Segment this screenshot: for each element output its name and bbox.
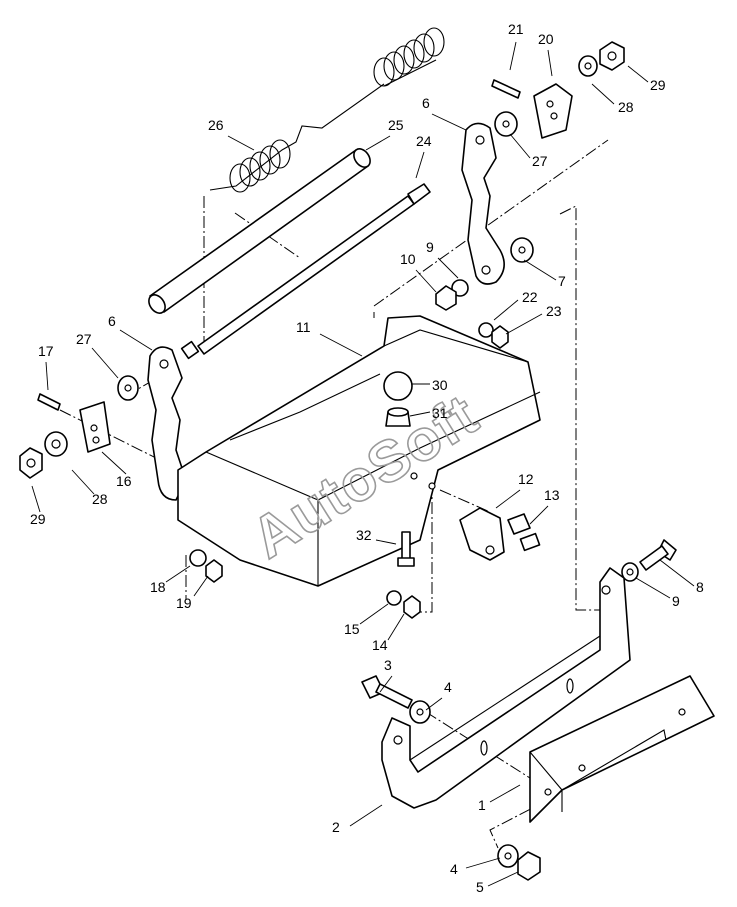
misc-fasteners [189, 322, 509, 619]
callout-leader [415, 151, 425, 179]
callout-number: 26 [208, 117, 224, 133]
callout-number: 29 [30, 511, 46, 527]
callout-number: 14 [372, 637, 388, 653]
bolt-32 [397, 531, 415, 567]
callout-leader [375, 539, 397, 545]
callout-leader [465, 857, 501, 869]
callout-leader [523, 259, 557, 281]
callout-leader [101, 451, 127, 475]
callout-number: 4 [444, 679, 452, 695]
callout-number: 30 [432, 377, 448, 393]
callout-leader [349, 804, 383, 827]
callout-number: 9 [426, 239, 434, 255]
callout-number: 28 [618, 99, 634, 115]
callout-leader [193, 575, 209, 597]
callout-number: 27 [532, 153, 548, 169]
left-fasteners [19, 375, 139, 479]
callout-leader [489, 784, 521, 803]
callout-number: 20 [538, 31, 554, 47]
callout-number: 18 [150, 579, 166, 595]
callout-number: 7 [558, 273, 566, 289]
callout-number: 15 [344, 621, 360, 637]
callout-leader [437, 257, 459, 279]
callout-leader [379, 675, 393, 693]
counterweight [177, 315, 541, 587]
callout-leader [359, 603, 389, 625]
right-side-plate [461, 122, 505, 285]
callout-labels: 1234456678991011121314151617181920212223… [30, 21, 704, 895]
callout-number: 12 [518, 471, 534, 487]
callout-number: 25 [388, 117, 404, 133]
callout-leader [365, 135, 391, 151]
callout-leader [91, 347, 119, 379]
callout-leader [319, 333, 363, 357]
callout-number: 21 [508, 21, 524, 37]
angle-bracket [529, 675, 715, 823]
bolts-and-washers [361, 539, 677, 881]
lower-mounting-bracket [381, 567, 631, 809]
callout-number: 27 [76, 331, 92, 347]
callout-leader [431, 113, 467, 131]
callout-number: 16 [116, 473, 132, 489]
callout-leader [487, 871, 519, 887]
callout-number: 5 [476, 879, 484, 895]
callout-leader [165, 565, 191, 583]
callout-leader [119, 329, 153, 351]
callout-leader [509, 41, 517, 71]
torsion-spring [209, 27, 445, 193]
shaft [180, 183, 431, 360]
callout-leader [495, 489, 521, 509]
callout-number: 2 [332, 819, 340, 835]
callout-leader [635, 577, 671, 599]
callout-number: 6 [108, 313, 116, 329]
callout-leader [547, 49, 553, 77]
callout-leader [627, 65, 649, 83]
callout-leader [387, 613, 405, 641]
callout-number: 3 [384, 657, 392, 673]
callout-number: 8 [696, 579, 704, 595]
callout-number: 32 [356, 527, 372, 543]
callout-leader [509, 133, 531, 159]
callout-number: 11 [296, 319, 311, 335]
callout-number: 10 [400, 251, 416, 267]
callout-leader [591, 83, 615, 105]
callout-leader [415, 269, 437, 293]
hinge-bracket [459, 507, 541, 561]
callout-number: 13 [544, 487, 560, 503]
callout-leader [659, 559, 695, 587]
callout-number: 6 [422, 95, 430, 111]
callout-leader [45, 361, 49, 391]
callout-leader [493, 299, 519, 321]
plug-and-bushing [383, 371, 413, 427]
tube [148, 148, 371, 314]
callout-leader [529, 505, 549, 525]
callout-number: 23 [546, 303, 562, 319]
callout-leader [505, 313, 543, 335]
callout-number: 17 [38, 343, 54, 359]
callout-leader [425, 697, 443, 711]
right-top-fasteners [435, 41, 625, 311]
callout-leader [71, 469, 95, 495]
callout-leader [409, 411, 431, 417]
callout-leader [227, 135, 255, 151]
callout-number: 31 [432, 405, 448, 421]
callout-number: 9 [672, 593, 680, 609]
callout-number: 22 [522, 289, 538, 305]
callout-number: 24 [416, 133, 432, 149]
callout-number: 19 [176, 595, 192, 611]
callout-number: 4 [450, 861, 458, 877]
callout-leader [31, 485, 41, 513]
callout-number: 28 [92, 491, 108, 507]
callout-number: 1 [478, 797, 486, 813]
callout-number: 29 [650, 77, 666, 93]
